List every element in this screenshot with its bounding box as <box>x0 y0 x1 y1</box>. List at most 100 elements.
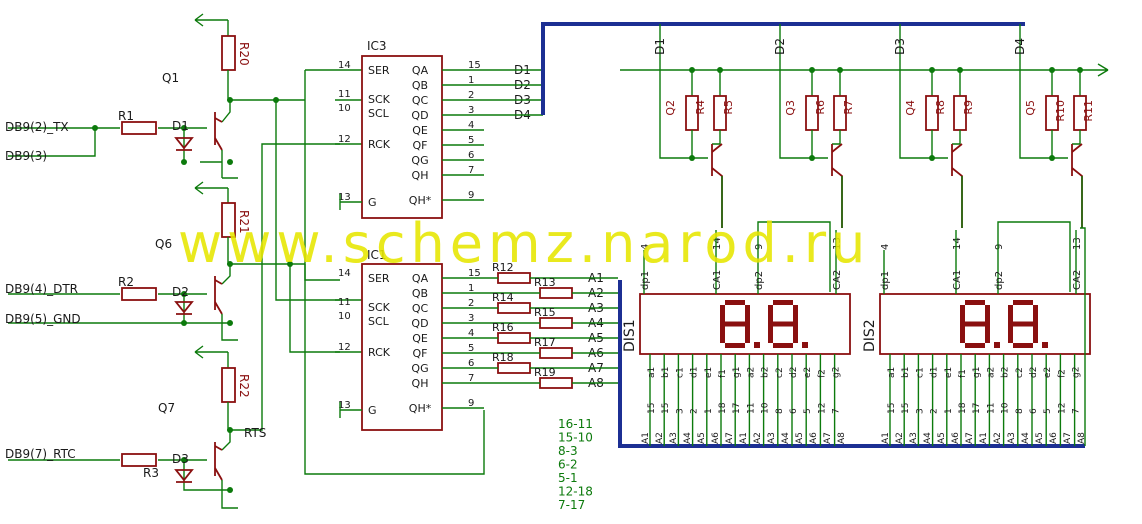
resistor-label: R15 <box>534 306 556 319</box>
pin-label: QD <box>411 109 428 122</box>
segment-pin-number: 10 <box>1001 402 1011 414</box>
display-name: DIS1 <box>622 319 638 352</box>
pin-label: QF <box>413 139 428 152</box>
bus-label: A4 <box>683 432 693 444</box>
resistor <box>539 287 573 299</box>
bias-wire <box>691 70 721 96</box>
segment-pin-number: 7 <box>1072 408 1082 414</box>
bus-label: A3 <box>909 432 919 444</box>
segment <box>985 324 990 343</box>
top-pin-number: 9 <box>754 244 765 250</box>
segment-pin-label: g2 <box>1072 367 1082 378</box>
pin-number: 14 <box>338 268 351 279</box>
bus-label: A3 <box>1007 432 1017 444</box>
junction <box>1049 155 1055 161</box>
segment-pin-number: 3 <box>675 408 685 414</box>
segment <box>720 305 725 324</box>
segment-pin-number: 8 <box>775 408 785 414</box>
top-pin-label: dp1 <box>640 271 651 290</box>
pin-map-entry: 12-18 <box>558 485 593 499</box>
transistor-label: Q4 <box>904 100 917 116</box>
display-1: DIS1dp14CA114dp29CA213a115b115c13d12e11f… <box>622 221 851 446</box>
segment-pin-label: d2 <box>789 367 799 378</box>
segment-pin-label: a2 <box>746 367 756 378</box>
pin-label: QE <box>412 332 428 345</box>
gnd-symbol <box>339 194 362 210</box>
pin-map-entry: 15-10 <box>558 431 593 445</box>
junction <box>929 155 935 161</box>
segment-pin-label: c1 <box>675 367 685 378</box>
segment-pin-number: 12 <box>817 403 827 414</box>
display-name: DIS2 <box>862 319 878 352</box>
bus-label: A8 <box>837 432 847 444</box>
pin-label: QE <box>412 124 428 137</box>
label-db9-3: DB9(3) <box>5 149 47 163</box>
resistor-label: R12 <box>492 261 514 274</box>
pin-number: 10 <box>338 103 351 114</box>
bus-label: A1 <box>881 432 891 444</box>
segment <box>768 324 773 343</box>
top-pin-number: 9 <box>994 244 1005 250</box>
pin-map-entry: 8-3 <box>558 444 578 458</box>
pin-number: 7 <box>468 165 474 176</box>
decimal-point <box>994 342 1000 348</box>
pin-label: SCK <box>368 93 391 106</box>
resistor-label: R8 <box>934 100 947 115</box>
segment-pin-label: d2 <box>1029 367 1039 378</box>
pin-number: 1 <box>468 283 474 294</box>
bus-label: A6 <box>711 432 721 444</box>
resistor-label: R14 <box>492 291 514 304</box>
transistor-label: Q2 <box>664 100 677 116</box>
pin-label: QC <box>412 94 429 107</box>
pin-number: 3 <box>468 313 474 324</box>
resistor-label: R10 <box>1054 100 1067 122</box>
pin-number: 12 <box>338 342 351 353</box>
pin-number: 11 <box>338 89 351 100</box>
segment <box>1013 321 1033 327</box>
bus-label: A1 <box>739 432 749 444</box>
pin-number: 15 <box>468 268 481 279</box>
segment-pin-label: e2 <box>803 367 813 378</box>
pin-label: G <box>368 196 377 209</box>
display-body <box>639 293 851 355</box>
label-q1: Q1 <box>162 71 179 85</box>
segment-pin-label: f2 <box>1057 369 1067 378</box>
segment-pin-label: c2 <box>1015 367 1025 378</box>
pin-number: 1 <box>468 75 474 86</box>
segment-pin-number: 17 <box>732 403 742 414</box>
pin-number: 4 <box>468 328 474 339</box>
resistor-label: R9 <box>962 100 975 115</box>
pin-label: SCL <box>368 315 390 328</box>
segment-pin-label: a2 <box>986 367 996 378</box>
bus-label: A2 <box>895 432 905 444</box>
display-2: DIS2dp14CA114dp29CA213a115b115c13d12e11f… <box>862 221 1091 446</box>
bus-label: A3 <box>767 432 777 444</box>
top-pin-label: CA2 <box>832 270 843 290</box>
segment-pin-number: 2 <box>930 408 940 414</box>
bus-label: A7 <box>1063 432 1073 444</box>
pin-number: 9 <box>468 398 474 409</box>
a8-wire <box>1080 227 1086 446</box>
digit-label: D1 <box>653 38 667 55</box>
bias-wire <box>931 130 961 158</box>
segment-pin-label: e1 <box>944 367 954 378</box>
svg-text:R20: R20 <box>237 42 251 66</box>
segment-pin-label: b2 <box>1001 367 1011 378</box>
digit-line <box>899 24 948 159</box>
resistor <box>539 347 573 359</box>
pin-label: QB <box>412 79 428 92</box>
pin-label: SCL <box>368 107 390 120</box>
bus-label: A5 <box>937 432 947 444</box>
top-pin-number: 14 <box>712 237 723 250</box>
digit-label: D3 <box>893 38 907 55</box>
bus-label: A8 <box>1077 432 1087 444</box>
segment-pin-number: 2 <box>690 408 700 414</box>
label-q6: Q6 <box>155 237 172 251</box>
segment-pin-label: g2 <box>832 367 842 378</box>
pin-number: 11 <box>338 297 351 308</box>
digit-line <box>779 24 828 159</box>
segment-pin-label: f1 <box>958 369 968 378</box>
resistor-label: R5 <box>722 100 735 115</box>
label-rts: RTS <box>244 426 266 440</box>
